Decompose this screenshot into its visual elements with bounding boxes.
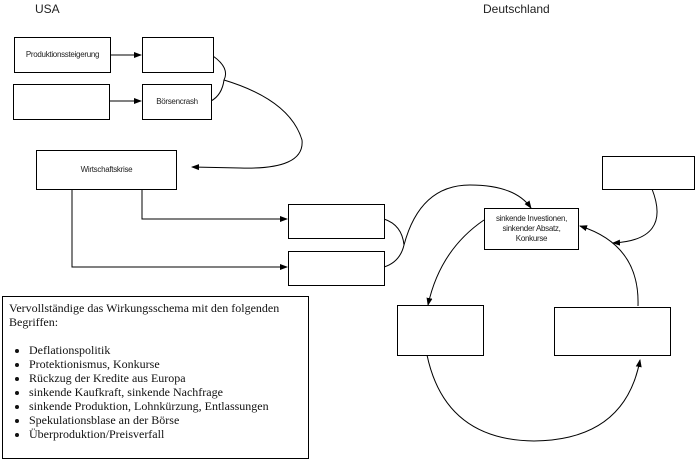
- term-list: Deflationspolitik Protektionismus, Konku…: [9, 343, 302, 441]
- task-box: Vervollständige das Wirkungsschema mit d…: [2, 296, 309, 459]
- bracket-germany: [383, 218, 405, 268]
- term-item: Überproduktion/Preisverfall: [29, 427, 302, 441]
- line-to-box-a: [141, 189, 288, 222]
- term-item: Protektionismus, Konkurse: [29, 357, 302, 371]
- arrow-to-wirtschaftskrise: [191, 79, 303, 171]
- box-empty-usa-1[interactable]: [142, 37, 214, 73]
- box-sinkende: sinkende Investionen, sinkender Absatz, …: [484, 208, 579, 250]
- box-empty-topright[interactable]: [602, 156, 695, 190]
- arrow-right-box-to-sinkende: [579, 225, 639, 307]
- box-wirtschaftskrise: Wirtschaftskrise: [36, 150, 177, 190]
- term-item: sinkende Produktion, Lohnkürzung, Entlas…: [29, 399, 302, 413]
- box-boersencrash: Börsencrash: [142, 84, 212, 120]
- box-empty-usa-2[interactable]: [13, 84, 110, 120]
- term-item: sinkende Kaufkraft, sinkende Nachfrage: [29, 385, 302, 399]
- arrow-sinkende-to-left-box: [426, 219, 485, 306]
- box-empty-b[interactable]: [288, 251, 385, 286]
- task-instruction: Vervollständige das Wirkungsschema mit d…: [9, 301, 280, 329]
- arrow-bottom-arc: [426, 354, 642, 442]
- box-empty-left[interactable]: [397, 305, 484, 356]
- line-to-box-b: [71, 189, 288, 270]
- term-item: Rückzug der Kredite aus Europa: [29, 371, 302, 385]
- box-empty-a[interactable]: [288, 204, 385, 239]
- box-produktionssteigerung: Produktionssteigerung: [14, 37, 111, 73]
- arrow-topright-box: [612, 188, 658, 246]
- label-germany: Deutschland: [483, 2, 550, 16]
- label-usa: USA: [35, 2, 60, 16]
- arrow-to-sinkende: [403, 184, 532, 246]
- term-item: Deflationspolitik: [29, 343, 302, 357]
- box-empty-right[interactable]: [554, 307, 671, 356]
- term-item: Spekulationsblase an der Börse: [29, 413, 302, 427]
